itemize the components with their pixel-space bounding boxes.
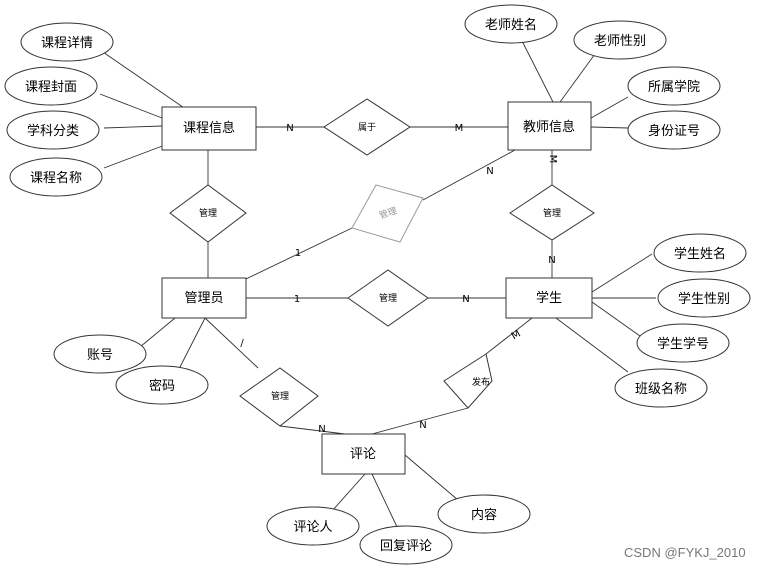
watermark: CSDN @FYKJ_2010 — [624, 545, 746, 560]
line-college — [590, 96, 629, 119]
attr-reply-label: 回复评论 — [380, 539, 432, 554]
line-subject-category — [103, 125, 163, 129]
attr-course-detail: 课程详情 — [20, 22, 114, 62]
attr-student-gender-label: 学生性别 — [678, 291, 730, 307]
cardinalities: N M N 1 M N 1 N M N / N — [240, 123, 558, 435]
attr-password-label: 密码 — [149, 378, 175, 394]
rel-publish-label: 发布 — [472, 376, 490, 388]
attr-college-label: 所属学院 — [648, 79, 700, 95]
line-teacher-gender — [559, 53, 596, 103]
card-admin-student: 1 — [294, 294, 300, 305]
rel-admin-student-label: 管理 — [379, 292, 397, 304]
entity-admin-label: 管理员 — [184, 291, 223, 306]
rel-publish: 发布 — [443, 353, 493, 409]
line-password — [179, 317, 206, 368]
entity-teacher: 教师信息 — [507, 101, 592, 151]
card-admin-teacher: 1 — [295, 248, 301, 259]
card-teacher-admin: N — [486, 166, 493, 177]
line-student-publish — [485, 317, 533, 355]
line-class-name — [555, 317, 629, 373]
card-student-teacher: N — [548, 255, 555, 266]
entities: 课程信息 教师信息 管理员 学生 评论 — [161, 101, 593, 475]
attr-subject-category: 学科分类 — [6, 110, 100, 150]
rel-belongs-to: 属于 — [323, 98, 411, 156]
attr-course-name-label: 课程名称 — [30, 170, 82, 186]
line-course-name — [103, 144, 166, 169]
entity-comment: 评论 — [321, 433, 406, 475]
attr-college: 所属学院 — [627, 66, 721, 106]
card-student-publish: M — [510, 329, 523, 343]
attr-student-name: 学生姓名 — [653, 233, 747, 273]
rel-admin-comment-label: 管理 — [271, 390, 289, 402]
rel-teacher-student: 管理 — [509, 184, 595, 241]
attr-content: 内容 — [437, 494, 531, 534]
rel-admin-course: 管理 — [169, 184, 247, 243]
attr-content-label: 内容 — [471, 507, 497, 523]
line-student-name — [591, 253, 653, 293]
card-teacher-student: M — [547, 155, 558, 164]
rel-belongs-to-label: 属于 — [358, 122, 376, 133]
rel-admin-comment: 管理 — [239, 367, 319, 427]
line-reply — [371, 473, 399, 530]
attr-commenter: 评论人 — [266, 506, 360, 546]
attr-reply: 回复评论 — [359, 525, 453, 565]
attr-teacher-gender: 老师性别 — [573, 20, 667, 60]
attr-password: 密码 — [115, 365, 209, 405]
card-admin-comment-admin: / — [240, 338, 244, 349]
card-course-belongs: N — [286, 123, 293, 134]
connectors — [99, 36, 656, 530]
line-student-number — [591, 301, 641, 337]
attr-account: 账号 — [53, 334, 147, 374]
line-course-cover — [99, 93, 163, 119]
entity-comment-label: 评论 — [350, 447, 376, 462]
relationships: 属于 管理 管理 管理 管理 管理 发布 — [169, 98, 595, 427]
line-admin-faded-manage — [245, 227, 353, 280]
attr-course-cover-label: 课程封面 — [25, 80, 77, 95]
attr-subject-category-label: 学科分类 — [27, 123, 79, 139]
attr-class-name: 班级名称 — [614, 368, 708, 408]
attr-commenter-label: 评论人 — [293, 520, 332, 535]
line-commenter — [331, 473, 366, 512]
attr-student-number: 学生学号 — [636, 323, 730, 363]
entity-student-label: 学生 — [536, 290, 562, 306]
attr-course-detail-label: 课程详情 — [41, 36, 93, 51]
attr-teacher-name-label: 老师姓名 — [485, 17, 537, 33]
card-teacher-belongs: M — [455, 123, 464, 134]
line-teacher-name — [519, 36, 554, 103]
rel-teacher-student-label: 管理 — [543, 207, 561, 219]
rel-admin-course-label: 管理 — [199, 207, 217, 219]
attr-teacher-gender-label: 老师性别 — [594, 34, 646, 49]
entity-course-label: 课程信息 — [183, 120, 235, 136]
attr-student-number-label: 学生学号 — [657, 336, 709, 352]
line-id-number — [590, 126, 629, 129]
entity-course: 课程信息 — [161, 106, 257, 151]
attr-course-cover: 课程封面 — [4, 66, 98, 106]
line-course-detail — [99, 49, 191, 113]
attributes: 课程详情 课程封面 学科分类 课程名称 老师姓名 老师性别 所属学院 身份证号 — [4, 4, 751, 565]
line-comment-manage-comment — [279, 425, 346, 435]
attr-id-number: 身份证号 — [627, 110, 721, 150]
entity-student: 学生 — [505, 277, 593, 319]
line-admin-comment-manage — [204, 317, 259, 369]
attr-id-number-label: 身份证号 — [648, 123, 700, 139]
card-admin-comment-comment: N — [318, 424, 325, 435]
attr-student-gender: 学生性别 — [657, 278, 751, 318]
attr-teacher-name: 老师姓名 — [464, 4, 558, 44]
entity-admin: 管理员 — [161, 277, 247, 319]
line-account — [139, 317, 176, 348]
card-student-admin: N — [462, 294, 469, 305]
attr-student-name-label: 学生姓名 — [674, 246, 726, 262]
attr-course-name: 课程名称 — [9, 157, 103, 197]
line-faded-manage-teacher — [422, 149, 516, 201]
rel-admin-teacher: 管理 — [351, 184, 424, 243]
attr-class-name-label: 班级名称 — [635, 381, 687, 397]
entity-teacher-label: 教师信息 — [523, 119, 575, 135]
card-comment-publish: N — [419, 420, 426, 431]
line-content — [404, 454, 459, 501]
line-publish-comment — [371, 407, 469, 435]
attr-account-label: 账号 — [87, 348, 113, 363]
rel-admin-student: 管理 — [347, 269, 429, 327]
